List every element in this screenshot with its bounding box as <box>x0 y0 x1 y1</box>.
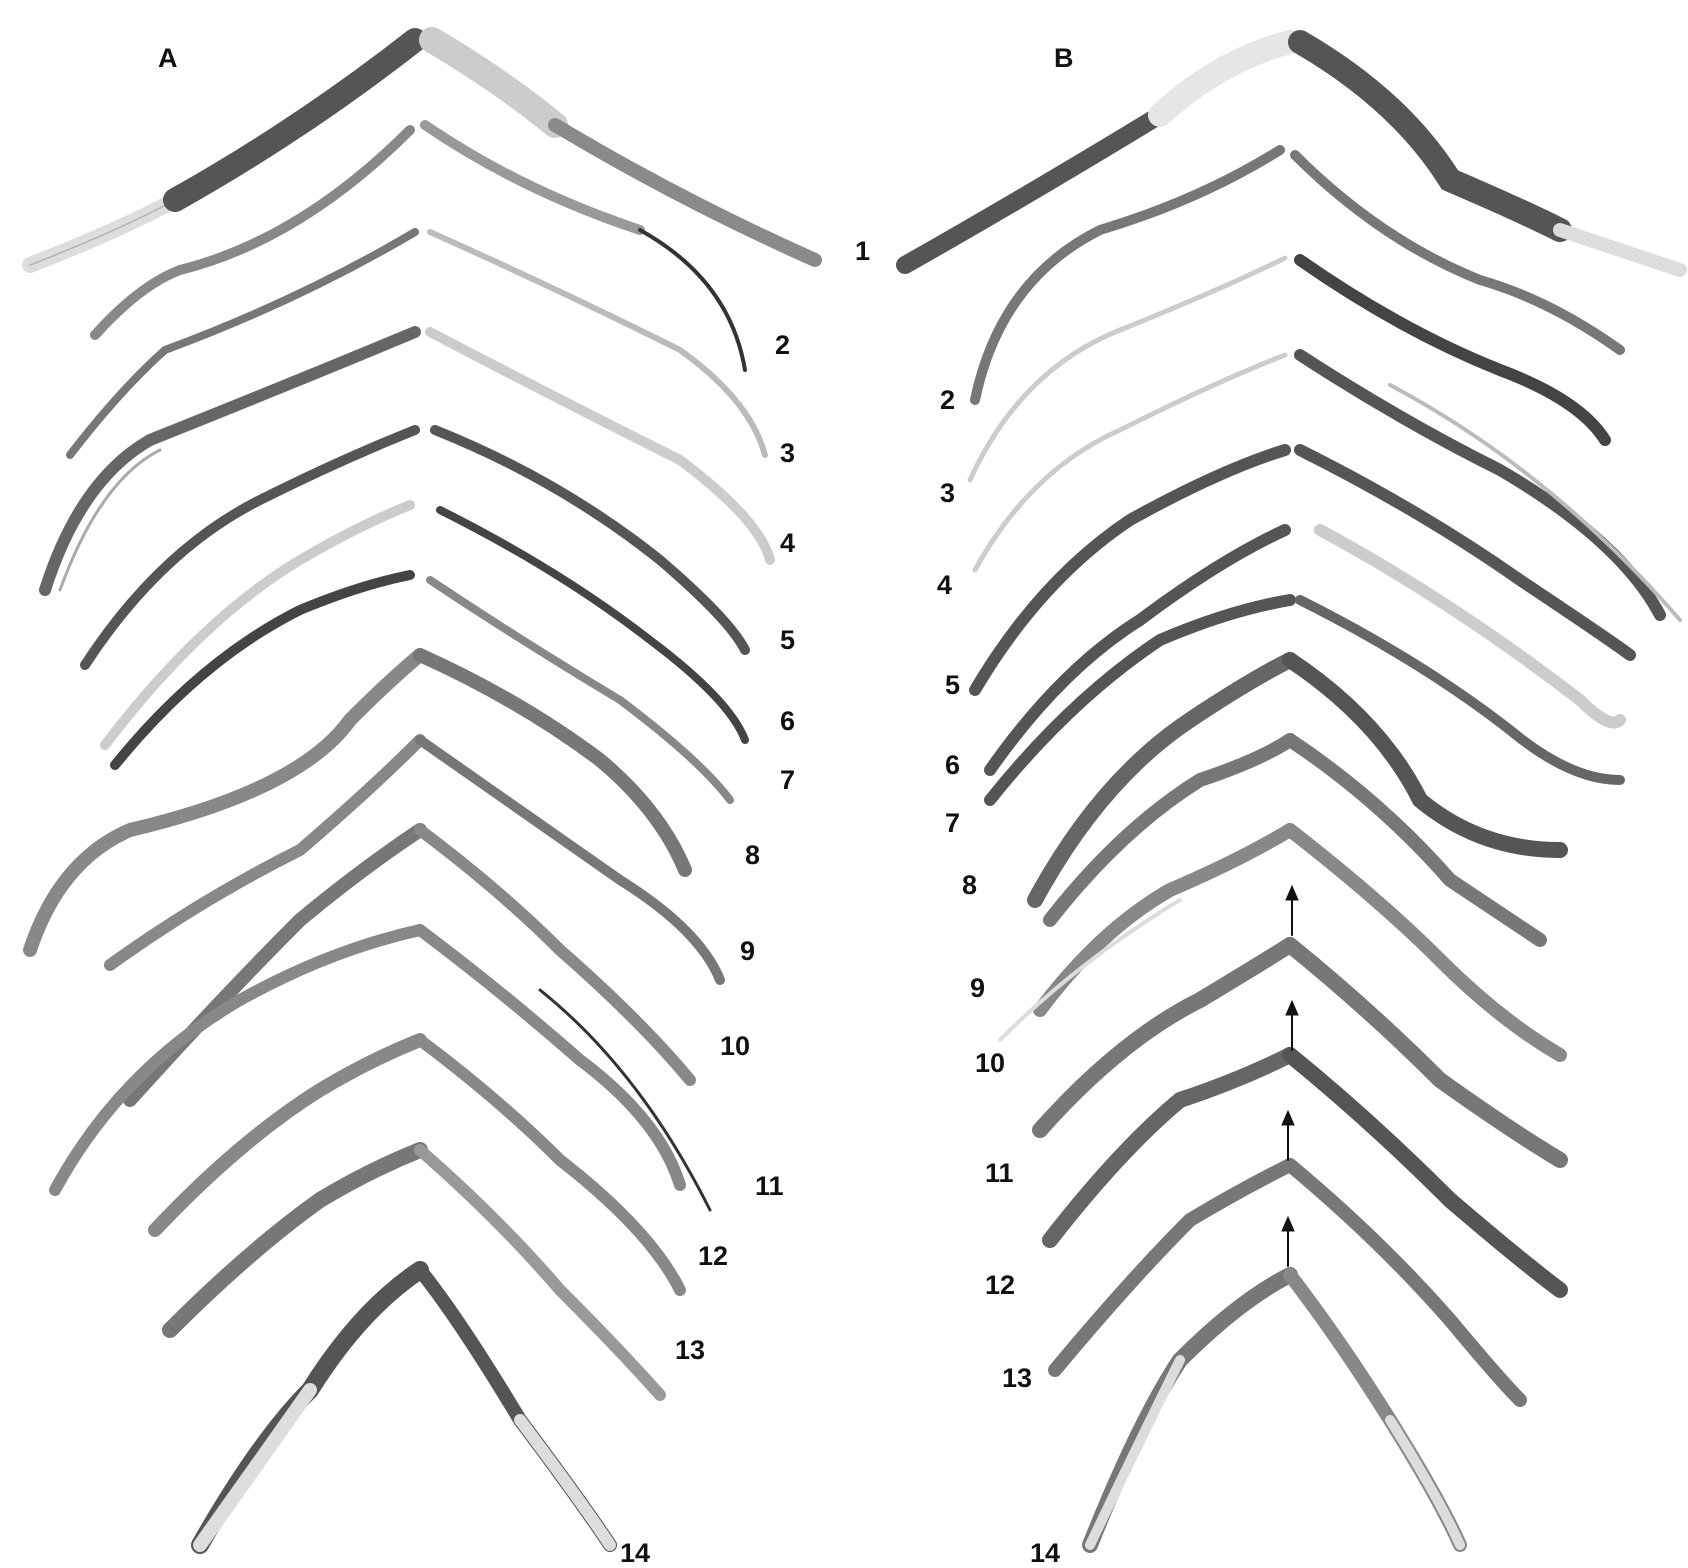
specimen-label-b14: 14 <box>1030 1538 1061 1568</box>
specimen-label-b2: 2 <box>940 385 956 415</box>
specimen-label-a12: 12 <box>698 1241 729 1271</box>
specimen-label-a6: 6 <box>780 706 796 736</box>
panel-a-specimens <box>22 27 822 1554</box>
specimen-label-a11: 11 <box>755 1171 784 1201</box>
specimen-label-b6: 6 <box>945 750 961 780</box>
specimen-b11 <box>1032 937 1568 1168</box>
specimen-a4 <box>39 326 775 596</box>
arrow-up-icon <box>1281 1109 1295 1161</box>
specimen-label-a3: 3 <box>780 438 796 468</box>
specimen-a3 <box>66 228 768 459</box>
specimen-label-a7: 7 <box>780 765 796 795</box>
specimen-label-b3: 3 <box>940 478 956 508</box>
specimen-b2 <box>970 145 1625 405</box>
specimen-label-b5: 5 <box>945 670 961 700</box>
specimen-a6 <box>100 500 749 750</box>
specimen-label-b4: 4 <box>937 570 953 600</box>
specimen-b7 <box>984 594 1625 806</box>
specimen-label-a10: 10 <box>720 1031 751 1061</box>
specimen-label-b11: 11 <box>985 1158 1014 1188</box>
specimen-a5 <box>80 425 750 670</box>
specimen-b6 <box>984 524 1626 776</box>
specimen-a13 <box>162 1142 666 1401</box>
specimen-b12 <box>1042 1047 1568 1298</box>
arrow-up-icon <box>1285 999 1299 1051</box>
panel-label-b: B <box>1054 43 1074 73</box>
specimen-label-a14: 14 <box>620 1538 651 1568</box>
specimen-a11 <box>49 924 712 1212</box>
specimen-label-b7: 7 <box>945 808 961 838</box>
specimen-label-a9: 9 <box>740 936 756 966</box>
specimen-label-a2: 2 <box>775 330 791 360</box>
specimen-a7 <box>110 570 734 804</box>
arrow-up-icon <box>1285 884 1299 936</box>
specimen-b14 <box>1082 1267 1467 1553</box>
specimen-label-a1: 1 <box>855 236 871 266</box>
specimen-a9 <box>104 734 725 985</box>
specimen-b8 <box>1027 652 1568 908</box>
specimen-a1 <box>22 27 822 273</box>
specimen-label-b12: 12 <box>985 1270 1016 1300</box>
panel-b-specimens <box>896 30 1687 1553</box>
specimen-a12 <box>148 1033 686 1296</box>
specimen-b13 <box>1048 1158 1527 1407</box>
specimen-label-a4: 4 <box>780 528 796 558</box>
panel-label-a: A <box>158 43 178 73</box>
specimen-b4 <box>972 349 1682 622</box>
apex-arrows <box>1281 884 1299 1267</box>
specimen-b1 <box>896 30 1687 277</box>
specimen-b5 <box>969 444 1636 696</box>
specimen-label-b10: 10 <box>975 1048 1006 1078</box>
specimen-label-b9: 9 <box>970 973 986 1003</box>
specimen-label-a13: 13 <box>675 1335 706 1365</box>
arrow-up-icon <box>1281 1215 1295 1267</box>
specimen-a14 <box>191 1261 617 1554</box>
specimen-label-a8: 8 <box>745 840 761 870</box>
specimen-label-b8: 8 <box>962 870 978 900</box>
specimen-a2 <box>90 120 747 372</box>
specimen-label-b13: 13 <box>1002 1363 1033 1393</box>
specimen-b3 <box>967 254 1611 483</box>
specimen-label-a5: 5 <box>780 625 796 655</box>
specimen-b10 <box>998 823 1567 1062</box>
specimen-a8 <box>23 648 692 957</box>
specimen-b9 <box>1043 733 1547 947</box>
